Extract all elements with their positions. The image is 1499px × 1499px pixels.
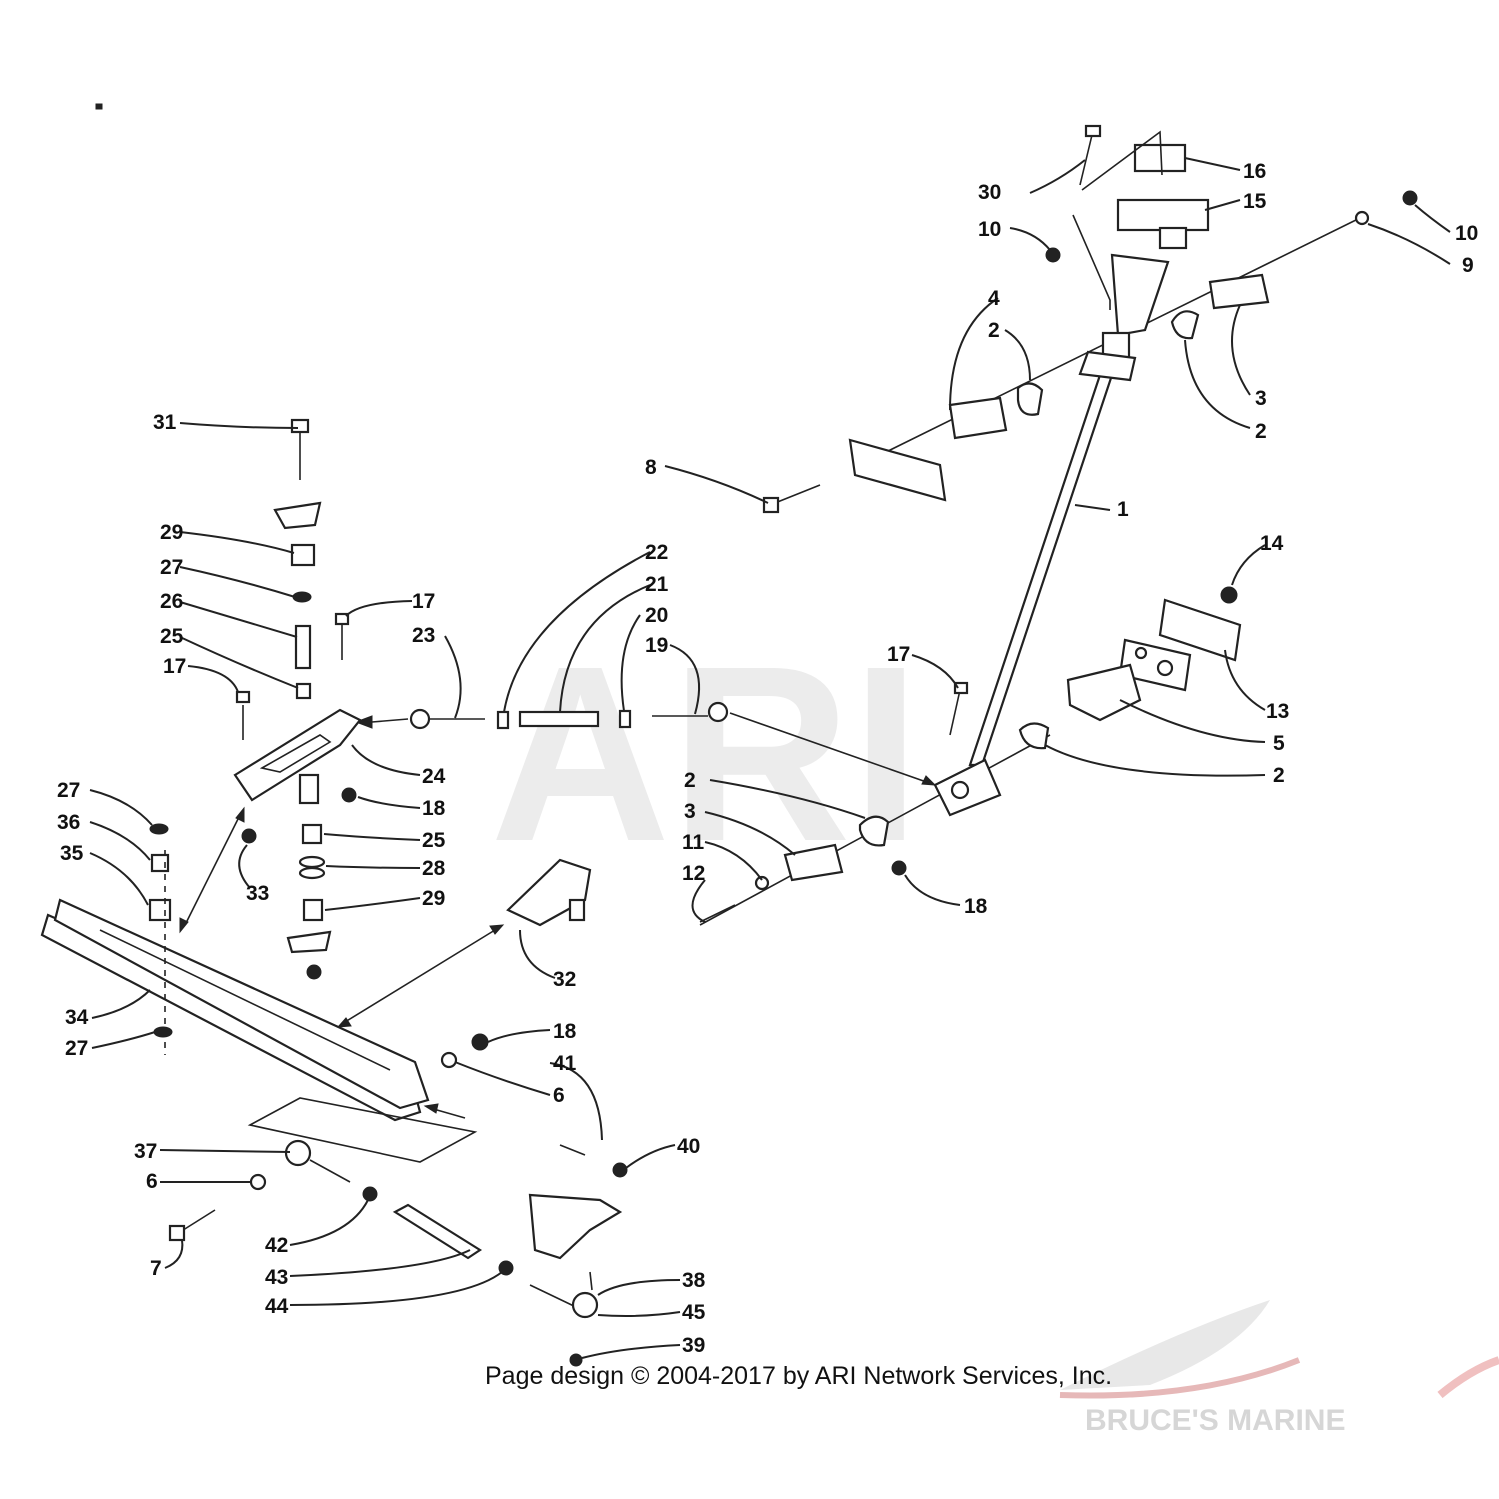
leader-lines: [89, 157, 1451, 1359]
brand-logo: BRUCE'S MARINE: [1059, 1300, 1499, 1437]
callout-40: 40: [677, 1135, 700, 1158]
stray-mark: [95, 103, 103, 110]
callout-17: 17: [887, 643, 910, 666]
callout-16: 16: [1243, 160, 1266, 183]
callout-33: 33: [246, 882, 269, 905]
callout-45: 45: [682, 1301, 706, 1324]
callout-19: 19: [645, 634, 668, 657]
callout-31: 31: [153, 411, 177, 434]
steering-arm-assembly: [148, 418, 362, 980]
callout-2: 2: [684, 769, 696, 792]
callout-11: 11: [682, 831, 705, 854]
callout-23: 23: [412, 624, 435, 647]
callout-2: 2: [988, 319, 1000, 342]
callout-17: 17: [163, 655, 186, 678]
lower-tie-rod-assembly: [168, 1097, 628, 1367]
callout-15: 15: [1243, 190, 1267, 213]
callout-29: 29: [422, 887, 445, 910]
callout-13: 13: [1266, 700, 1289, 723]
callout-18: 18: [422, 797, 446, 820]
callout-3: 3: [1255, 387, 1267, 410]
callout-18: 18: [964, 895, 988, 918]
callout-18: 18: [553, 1020, 577, 1043]
copyright-text: Page design © 2004-2017 by ARI Network S…: [485, 1362, 1112, 1390]
callout-43: 43: [265, 1266, 288, 1289]
callout-37: 37: [134, 1140, 157, 1163]
callout-20: 20: [645, 604, 668, 627]
callout-27: 27: [57, 779, 80, 802]
callout-30: 30: [978, 181, 1001, 204]
callout-6: 6: [146, 1170, 158, 1193]
callout-1: 1: [1117, 498, 1129, 521]
callout-42: 42: [265, 1234, 288, 1257]
callout-39: 39: [682, 1334, 705, 1357]
callout-12: 12: [682, 862, 705, 885]
callout-2: 2: [1255, 420, 1267, 443]
callout-8: 8: [645, 456, 657, 479]
callout-10: 10: [1455, 222, 1478, 245]
drag-link: [40, 850, 592, 1122]
callout-4: 4: [988, 287, 1000, 310]
callout-2: 2: [1273, 764, 1285, 787]
callout-34: 34: [65, 1006, 89, 1029]
callout-17: 17: [412, 590, 435, 613]
callout-41: 41: [553, 1052, 577, 1075]
callout-labels: 1 2 2 2 2 3 3 4 5 6 6 7 8 9 10 10 11 12 …: [57, 160, 1478, 1357]
callout-6: 6: [553, 1084, 565, 1107]
callout-3: 3: [684, 800, 696, 823]
callout-27: 27: [65, 1037, 88, 1060]
callout-26: 26: [160, 590, 183, 613]
callout-5: 5: [1273, 732, 1285, 755]
callout-36: 36: [57, 811, 80, 834]
callout-24: 24: [422, 765, 446, 788]
callout-28: 28: [422, 857, 446, 880]
callout-25: 25: [422, 829, 446, 852]
callout-25: 25: [160, 625, 184, 648]
callout-35: 35: [60, 842, 84, 865]
callout-38: 38: [682, 1269, 706, 1292]
callout-29: 29: [160, 521, 183, 544]
tie-rod-assembly: [354, 701, 937, 786]
brand-name: BRUCE'S MARINE: [1085, 1404, 1345, 1437]
callout-22: 22: [645, 541, 668, 564]
callout-14: 14: [1260, 532, 1284, 555]
callout-27: 27: [160, 556, 183, 579]
callout-32: 32: [553, 968, 576, 991]
callout-9: 9: [1462, 254, 1474, 277]
watermark-text: ARI: [490, 614, 921, 893]
callout-10: 10: [978, 218, 1001, 241]
callout-7: 7: [150, 1257, 162, 1280]
callout-44: 44: [265, 1295, 289, 1318]
steering-post-assembly: [699, 124, 1418, 926]
callout-21: 21: [645, 573, 669, 596]
